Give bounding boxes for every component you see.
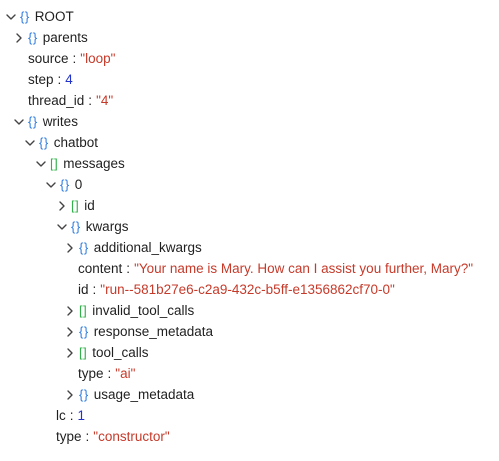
leaf-value: "4" xyxy=(96,93,114,108)
tree-leaf-id: id : "run--581b27e6-c2a9-432c-b5ff-e1356… xyxy=(78,279,395,300)
object-icon: {} xyxy=(60,177,70,192)
leaf-key: source xyxy=(28,51,69,66)
chevron-right-icon[interactable] xyxy=(64,305,76,317)
leaf-colon: : xyxy=(72,51,77,66)
array-icon: [] xyxy=(79,303,88,318)
chevron-right-icon[interactable] xyxy=(13,32,25,44)
tree-node-additional-kwargs[interactable]: {} additional_kwargs xyxy=(64,237,202,258)
tree-leaf-type-constructor: type : "constructor" xyxy=(56,426,170,447)
tree-node-messages[interactable]: [] messages xyxy=(35,153,125,174)
node-label: id xyxy=(84,198,95,213)
leaf-value: "loop" xyxy=(80,51,116,66)
array-icon: [] xyxy=(50,156,59,171)
chevron-down-icon[interactable] xyxy=(35,158,47,170)
leaf-key: type xyxy=(56,429,82,444)
object-icon: {} xyxy=(79,387,89,402)
leaf-key: content xyxy=(78,261,123,276)
leaf-value: "ai" xyxy=(115,366,136,381)
tree-leaf-source: source : "loop" xyxy=(28,48,115,69)
chevron-right-icon[interactable] xyxy=(64,326,76,338)
leaf-value: "run--581b27e6-c2a9-432c-b5ff-e1356862cf… xyxy=(100,282,395,297)
tree-node-writes[interactable]: {} writes xyxy=(13,111,78,132)
leaf-key: id xyxy=(78,282,89,297)
chevron-down-icon[interactable] xyxy=(56,221,68,233)
array-icon: [] xyxy=(79,345,88,360)
chevron-right-icon[interactable] xyxy=(64,242,76,254)
node-label: messages xyxy=(63,156,125,171)
chevron-down-icon[interactable] xyxy=(5,11,17,23)
tree-leaf-lc: lc : 1 xyxy=(56,405,85,426)
node-label: writes xyxy=(42,114,78,129)
tree-node-item-0[interactable]: {} 0 xyxy=(45,174,82,195)
tree-node-tool-calls[interactable]: [] tool_calls xyxy=(64,342,149,363)
chevron-right-icon[interactable] xyxy=(64,389,76,401)
tree-leaf-content: content : "Your name is Mary. How can I … xyxy=(78,258,473,279)
object-icon: {} xyxy=(28,30,38,45)
chevron-right-icon[interactable] xyxy=(64,347,76,359)
leaf-colon: : xyxy=(126,261,131,276)
tree-node-kwargs[interactable]: {} kwargs xyxy=(56,216,128,237)
chevron-down-icon[interactable] xyxy=(13,116,25,128)
chevron-down-icon[interactable] xyxy=(45,179,57,191)
leaf-value: "constructor" xyxy=(93,429,170,444)
node-label: parents xyxy=(42,30,88,45)
object-icon: {} xyxy=(79,240,89,255)
node-label: kwargs xyxy=(85,219,129,234)
tree-leaf-type-ai: type : "ai" xyxy=(78,363,135,384)
leaf-colon: : xyxy=(57,72,62,87)
node-label: additional_kwargs xyxy=(93,240,202,255)
leaf-key: thread_id xyxy=(28,93,85,108)
array-icon: [] xyxy=(71,198,80,213)
leaf-key: lc xyxy=(56,408,66,423)
chevron-right-icon[interactable] xyxy=(56,200,68,212)
tree-node-parents[interactable]: {} parents xyxy=(13,27,88,48)
object-icon: {} xyxy=(79,324,89,339)
object-icon: {} xyxy=(20,9,30,24)
tree-node-root[interactable]: {} ROOT xyxy=(5,6,74,27)
leaf-colon: : xyxy=(107,366,112,381)
leaf-colon: : xyxy=(88,93,93,108)
tree-node-usage-metadata[interactable]: {} usage_metadata xyxy=(64,384,194,405)
leaf-value: 4 xyxy=(65,72,73,87)
node-label: tool_calls xyxy=(92,345,149,360)
leaf-value: "Your name is Mary. How can I assist you… xyxy=(134,261,474,276)
object-icon: {} xyxy=(28,114,38,129)
leaf-colon: : xyxy=(69,408,74,423)
leaf-colon: : xyxy=(92,282,97,297)
leaf-key: type xyxy=(78,366,104,381)
node-label: 0 xyxy=(74,177,83,192)
object-icon: {} xyxy=(71,219,81,234)
node-label: ROOT xyxy=(34,9,74,24)
tree-node-invalid-tool-calls[interactable]: [] invalid_tool_calls xyxy=(64,300,194,321)
object-icon: {} xyxy=(39,135,49,150)
tree-node-chatbot[interactable]: {} chatbot xyxy=(24,132,98,153)
leaf-colon: : xyxy=(85,429,90,444)
tree-leaf-step: step : 4 xyxy=(28,69,73,90)
node-label: invalid_tool_calls xyxy=(92,303,195,318)
node-label: usage_metadata xyxy=(93,387,195,402)
node-label: response_metadata xyxy=(93,324,214,339)
leaf-value: 1 xyxy=(77,408,86,423)
tree-leaf-thread-id: thread_id : "4" xyxy=(28,90,113,111)
node-label: chatbot xyxy=(53,135,98,150)
tree-node-response-metadata[interactable]: {} response_metadata xyxy=(64,321,213,342)
tree-node-id-array[interactable]: [] id xyxy=(56,195,95,216)
leaf-key: step xyxy=(28,72,54,87)
chevron-down-icon[interactable] xyxy=(24,137,36,149)
